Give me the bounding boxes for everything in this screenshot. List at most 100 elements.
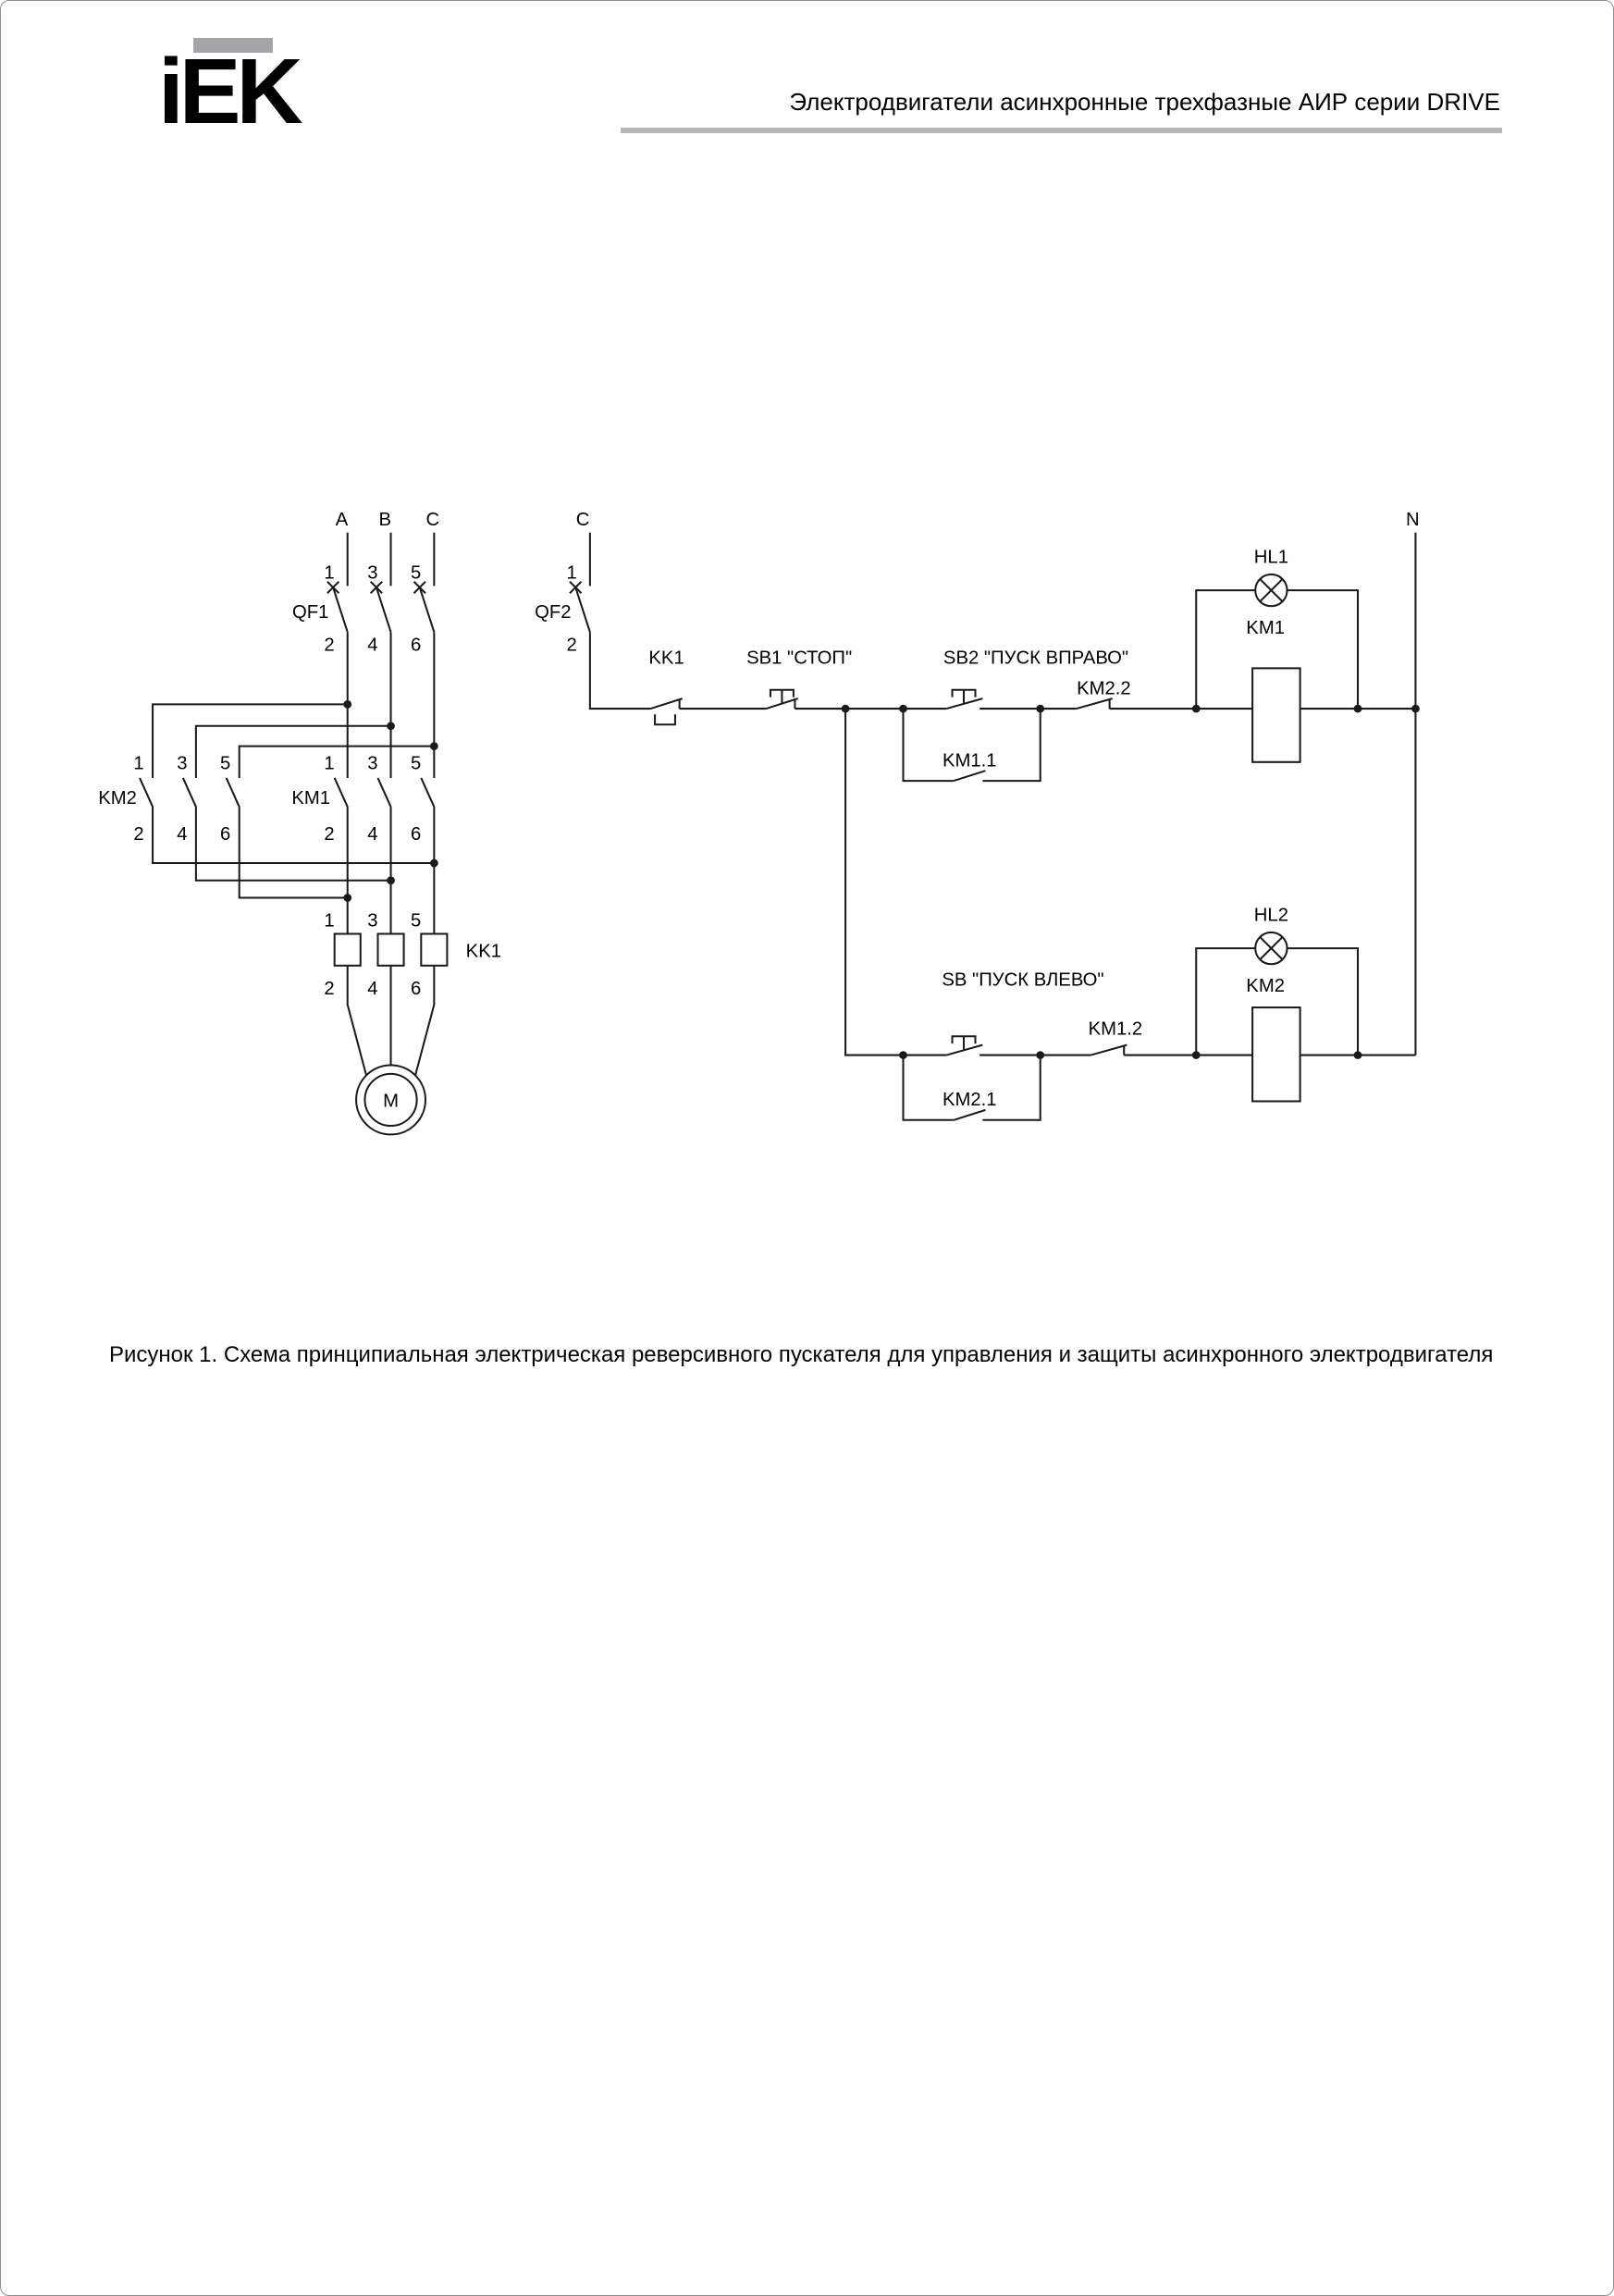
junction-dot [387, 722, 395, 731]
hl1-lamp-branch [1195, 573, 1360, 710]
qf2-terminal-bottom: 2 [567, 636, 577, 656]
qf1-terminal-top: 1 [324, 563, 334, 584]
junction-dot [387, 876, 395, 885]
kk1-contact [650, 697, 684, 726]
kk1-contact-label: KK1 [648, 648, 684, 669]
motor-outer-circle [355, 1064, 427, 1136]
kk1-heater-box [420, 932, 449, 967]
qf1-terminal-bottom: 6 [411, 636, 421, 656]
qf2-terminal-top: 1 [567, 563, 577, 584]
junction-dot [1191, 704, 1201, 713]
iek-logo: iEK [158, 38, 399, 149]
junction-dot [343, 700, 352, 709]
hl2-lamp-circle [1254, 931, 1288, 966]
qf2-breaker-mark [569, 581, 583, 594]
kk1-thermal-mark [654, 714, 676, 726]
junction-dot [1411, 704, 1420, 713]
km1-terminal-bottom: 6 [411, 824, 421, 845]
km1-2-blade [1090, 1043, 1127, 1056]
power-circuit: M A B C 1 3 5 QF1 2 4 6 1 3 5 [98, 510, 501, 1136]
sb1-blade [765, 697, 798, 710]
kk1-terminal-bottom: 4 [367, 979, 377, 999]
junction-dot [429, 858, 438, 868]
qf2-output-lead [588, 632, 651, 710]
km2-2-interlock-contact [1076, 697, 1114, 710]
motor-symbol: M [355, 1064, 427, 1136]
km2-label: KM2 [98, 788, 137, 809]
motor-label: M [383, 1092, 399, 1112]
sb-blade [946, 1043, 983, 1056]
km2-2-blade [1076, 697, 1114, 710]
header-rule [621, 128, 1502, 133]
sb2-actuator [951, 688, 977, 703]
km1-terminal-top: 1 [324, 754, 334, 774]
hl2-label: HL2 [1254, 905, 1288, 925]
km2-coil-box [1251, 1006, 1301, 1103]
qf1-label: QF1 [292, 602, 328, 623]
kk1-terminal-top: 5 [411, 911, 421, 932]
sb-actuator [951, 1035, 977, 1050]
control-junction-dots [841, 704, 1420, 1059]
km1-2-interlock-contact [1090, 1043, 1127, 1056]
junction-dot [1353, 1051, 1362, 1059]
page-title: Электродвигатели асинхронные трехфазные … [789, 88, 1500, 116]
control-phase-label: C [576, 510, 590, 530]
qf1-blades [332, 586, 436, 633]
km2-terminal-top: 3 [177, 754, 187, 774]
km1-2-label: KM1.2 [1089, 1019, 1143, 1040]
qf1-terminal-top: 5 [411, 563, 421, 584]
motor-inner-circle [363, 1072, 418, 1128]
km2-coil [1251, 1006, 1301, 1103]
sb-start-left-button [946, 1035, 983, 1056]
km1-contactor-poles [333, 777, 436, 808]
sb2-blade [946, 697, 983, 710]
qf1-breaker [326, 581, 436, 633]
power-junction-dots [343, 700, 438, 902]
km1-1-seal-in-branch [902, 709, 1041, 783]
hl2-lamp-cross [1259, 936, 1284, 960]
hl1-label: HL1 [1254, 547, 1288, 567]
junction-dot [899, 1051, 907, 1059]
qf1-terminal-top: 3 [367, 563, 377, 584]
km1-coil-box [1251, 667, 1301, 763]
kk1-terminal-bottom: 6 [411, 979, 421, 999]
km1-coil [1251, 667, 1301, 763]
km1-label: KM1 [291, 788, 330, 809]
km2-terminal-bottom: 6 [220, 824, 230, 845]
phase-a-label: A [336, 510, 349, 530]
junction-dot [1036, 1051, 1045, 1059]
kk1-relay-label: KK1 [466, 941, 501, 961]
km2-input-taps [152, 703, 435, 778]
hl1-lamp-circle [1254, 573, 1288, 608]
sb1-stop-label: SB1 "СТОП" [746, 648, 852, 669]
qf2-label: QF2 [535, 602, 571, 623]
phase-lower-leads [346, 807, 436, 934]
figure-caption: Рисунок 1. Схема принципиальная электрич… [109, 1342, 1494, 1367]
km1-terminal-top: 3 [367, 754, 377, 774]
km2-terminal-bottom: 2 [133, 824, 143, 845]
qf1-terminal-bottom: 4 [367, 636, 377, 656]
logo-accent-bar [193, 38, 273, 53]
km1-1-branch-wire [902, 709, 1041, 783]
km2-terminal-top: 1 [133, 754, 143, 774]
neutral-label: N [1406, 510, 1420, 530]
logo-text: iEK [158, 40, 303, 143]
hl2-branch-wire [1195, 947, 1360, 1055]
km1-1-label: KM1.1 [943, 750, 997, 771]
km2-1-blade [953, 1108, 986, 1121]
qf1-terminal-bottom: 2 [324, 636, 334, 656]
kk1-terminal-top: 3 [367, 911, 377, 932]
km1-coil-label: KM1 [1246, 618, 1285, 638]
km1-blades [333, 777, 436, 808]
sb1-actuator [769, 688, 795, 703]
km2-contactor-poles [139, 703, 435, 899]
qf2-breaker [569, 532, 651, 710]
junction-dot [899, 704, 907, 713]
phase-b-label: B [379, 510, 392, 530]
sb1-stop-button [765, 688, 798, 710]
km2-output-crossing [152, 807, 435, 899]
kk1-heater-box [376, 932, 405, 967]
km2-1-seal-in-branch [902, 1055, 1041, 1121]
junction-dot [841, 704, 850, 713]
km2-1-branch-wire [902, 1055, 1041, 1121]
